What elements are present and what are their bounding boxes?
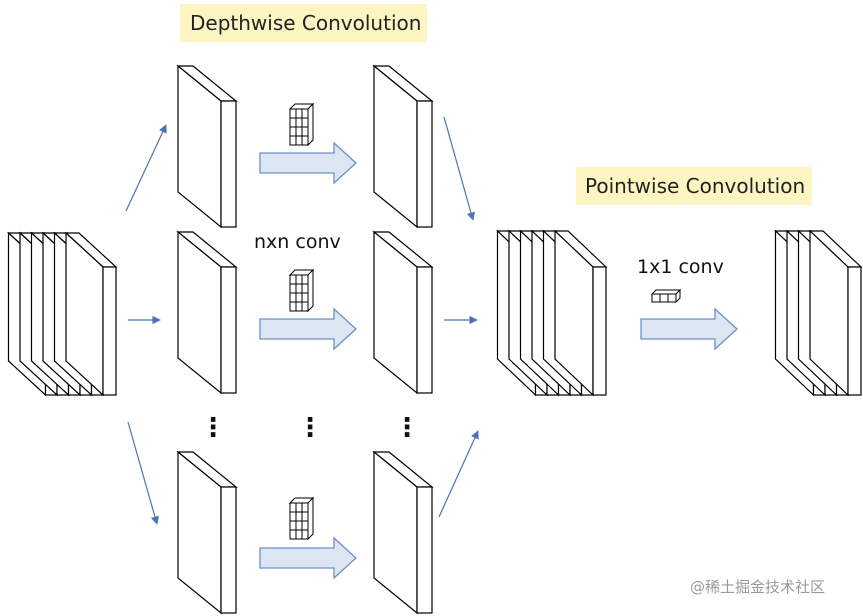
1x1-conv-label: 1x1 conv [637,256,724,278]
watermark: @稀土掘金技术社区 [690,578,825,596]
depthwise-conv-arrow-1 [259,141,357,185]
depthwise-channels [176,64,434,615]
ellipsis-kernels: ⋮ [297,413,323,443]
depthwise-conv-arrow-2 [259,307,357,351]
ellipsis-output-channels: ⋮ [394,413,420,443]
input-channel-slice-2 [176,230,238,395]
depthwise-conv-arrow-3 [259,536,357,580]
depthwise-kernels [288,102,682,541]
pointwise-title: Pointwise Convolution [576,167,812,205]
pointwise-output-stack [773,229,863,397]
merge-arrow-bottom [438,430,479,518]
depthwise-title: Depthwise Convolution [180,4,427,42]
input-channel-slice-1 [176,64,238,229]
nxn-kernel-2 [288,268,315,313]
connector-arrows [125,116,479,525]
block-arrows [259,141,738,580]
split-arrow-top [125,124,167,212]
concat-channel-6 [553,229,608,397]
pointwise-title-text: Pointwise Convolution [585,174,805,198]
nxn-kernel-1 [288,102,315,147]
merge-arrow-top [443,116,475,221]
depthwise-output-slice-2 [372,230,434,395]
input-channel-6 [64,231,118,397]
pointwise-conv-arrow [640,307,738,351]
ellipsis-input-channels: ⋮ [200,413,226,443]
split-arrow-bottom [127,421,159,525]
depthwise-output-slice-3 [372,450,434,615]
depthwise-output-stack [495,229,608,397]
input-channel-slice-3 [176,450,238,615]
nxn-conv-label: nxn conv [254,231,341,253]
depthwise-output-slice-1 [372,64,434,229]
nxn-kernel-3 [288,496,315,541]
input-feature-map-stack [6,231,118,397]
pointwise-1x1-kernel [650,288,682,304]
pointwise-output-channel-4 [808,229,863,397]
depthwise-title-text: Depthwise Convolution [190,11,421,35]
